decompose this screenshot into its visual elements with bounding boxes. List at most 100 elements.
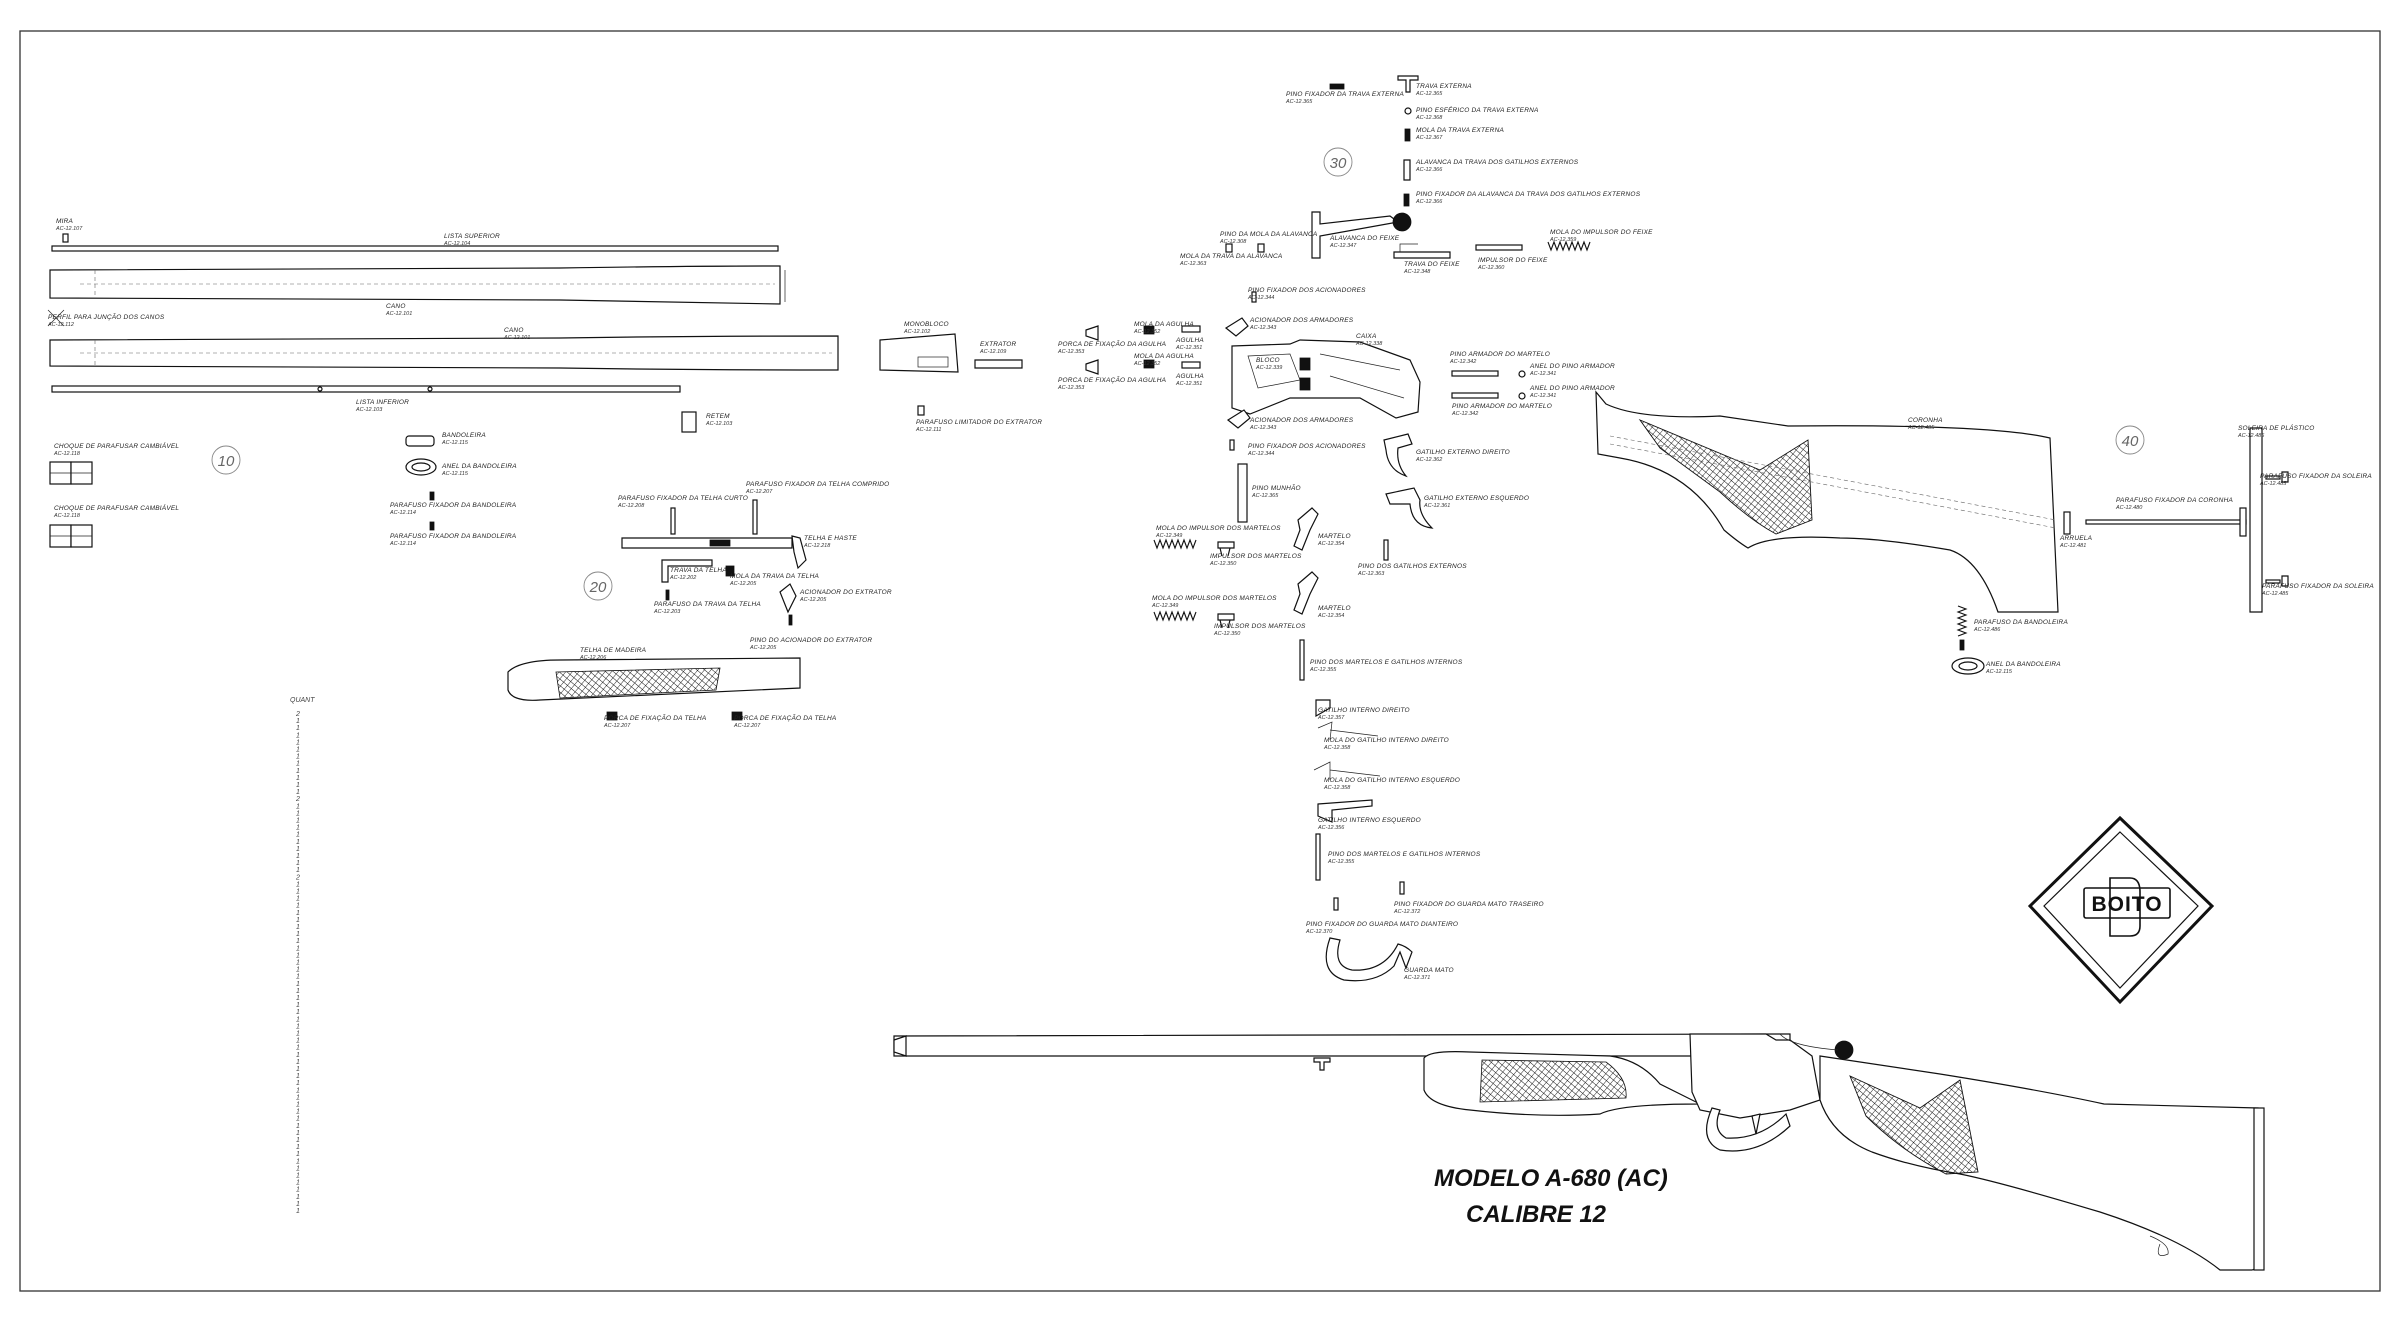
label-paraf-band1: PARAFUSO FIXADOR DA BANDOLEIRA	[390, 502, 516, 509]
section-40-stock	[1595, 390, 2289, 675]
code-pino-mola-alavanca: AC-12.308	[1219, 239, 1247, 245]
martelo-1-part	[1293, 507, 1319, 551]
label-monobloco: MONOBLOCO	[904, 321, 949, 328]
quantity-value: 1	[296, 1016, 300, 1023]
code-pino-fix-acionadores2: AC-12.344	[1247, 451, 1274, 457]
label-martelo1: MARTELO	[1318, 533, 1351, 540]
code-telha-madeira: AC-12.206	[579, 655, 607, 661]
trava-telha-part	[661, 559, 713, 583]
code-monobloco: AC-12.102	[903, 329, 930, 335]
label-paraf-bandoleira-b: PARAFUSO DA BANDOLEIRA	[1974, 619, 2068, 626]
code-mola-impulsor-feixe: AC-12.359	[1549, 237, 1576, 243]
retem-part	[681, 411, 697, 433]
quantity-value: 1	[296, 1045, 300, 1052]
quantity-value: 1	[296, 1002, 300, 1009]
quantity-value: 1	[296, 1094, 300, 1101]
quantity-value: 1	[296, 945, 300, 952]
caliber-title: CALIBRE 12	[1466, 1201, 1607, 1228]
label-alavanca-trava: ALAVANCA DA TRAVA DOS GATILHOS EXTERNOS	[1415, 159, 1579, 166]
label-trava-feixe: TRAVA DO FEIXE	[1404, 261, 1460, 268]
quantity-value: 1	[296, 903, 300, 910]
mola-gatilho-interno-esquerdo-part	[1313, 761, 1381, 780]
label-paraf-telha-comprido: PARAFUSO FIXADOR DA TELHA COMPRIDO	[746, 481, 889, 488]
mira-part	[62, 233, 69, 243]
label-mola-trava-telha: MOLA DA TRAVA DA TELHA	[730, 573, 819, 580]
code-soleira: AC-12.486	[2237, 433, 2265, 439]
quantity-value: 1	[296, 1158, 300, 1165]
label-mola-agulha1: MOLA DA AGULHA	[1134, 321, 1194, 328]
code-impulsor-martelo1: AC-12.350	[1209, 561, 1237, 567]
gatilho-interno-direito-part	[1315, 699, 1331, 718]
quantity-value: 1	[296, 860, 300, 867]
label-mola-trava-alavanca: MOLA DA TRAVA DA ALAVANCA	[1180, 253, 1282, 260]
label-bandoleira-a: BANDOLEIRA	[442, 432, 486, 439]
quantity-header: QUANT	[290, 697, 315, 704]
perfil-part	[47, 309, 65, 327]
label-guarda-mato: GUARDA MATO	[1404, 967, 1454, 974]
pino-martelos-gatilhos-2-part	[1315, 833, 1321, 881]
label-gatilho-int-direito: GATILHO INTERNO DIREITO	[1318, 707, 1410, 714]
code-paraf-soleira1: AC-12.485	[2259, 481, 2287, 487]
label-retem: RETEM	[706, 413, 730, 420]
code-agulha2: AC-12.351	[1175, 381, 1202, 387]
guarda-mato-part	[1325, 937, 1413, 982]
label-lista-superior: LISTA SUPERIOR	[444, 233, 500, 240]
code-anel-pino-armador1: AC-12.341	[1529, 371, 1556, 377]
drawing-frame	[19, 30, 2381, 1292]
label-anel-pino-armador2: ANEL DO PINO ARMADOR	[1529, 385, 1615, 392]
quantity-value: 1	[296, 1208, 300, 1215]
label-acionador-armadores1: ACIONADOR DOS ARMADORES	[1249, 317, 1354, 324]
quantity-value: 1	[296, 818, 300, 825]
quantity-value: 1	[296, 810, 300, 817]
code-paraf-trava-telha: AC-12.203	[653, 609, 681, 615]
telha-haste-part	[621, 537, 793, 549]
code-pino-gatilhos-ext: AC-12.363	[1357, 571, 1385, 577]
pino-martelos-gatilhos-1-part	[1299, 639, 1305, 681]
label-arruela: ARRUELA	[2059, 535, 2092, 542]
label-acionador-extrator: ACIONADOR DO EXTRATOR	[799, 589, 892, 596]
quantity-value: 1	[296, 1173, 300, 1180]
code-coronha: AC-12.485	[1907, 425, 1935, 431]
quantity-value: 1	[296, 768, 300, 775]
quantity-value: 1	[296, 974, 300, 981]
label-gatilho-int-esquerdo: GATILHO INTERNO ESQUERDO	[1318, 817, 1421, 824]
gatilho-interno-esquerdo-part	[1317, 799, 1373, 823]
label-pino-guarda-dianteiro: PINO FIXADOR DO GUARDA MATO DIANTEIRO	[1306, 921, 1458, 928]
soleira-part	[2249, 427, 2263, 613]
quantity-value: 1	[296, 825, 300, 832]
section-marker-20: 20	[589, 579, 607, 596]
quantity-value: 1	[296, 960, 300, 967]
quantity-value: 1	[296, 867, 300, 874]
label-impulsor-martelo2: IMPULSOR DOS MARTELOS	[1214, 623, 1306, 630]
coronha-part	[1595, 390, 2059, 613]
code-bloco: AC-12.339	[1255, 365, 1282, 371]
code-martelo2: AC-12.354	[1317, 613, 1344, 619]
quantity-value: 1	[296, 1059, 300, 1066]
label-telha-madeira: TELHA DE MADEIRA	[580, 647, 646, 654]
label-paraf-limitador: PARAFUSO LIMITADOR DO EXTRATOR	[916, 419, 1042, 426]
quantity-value: 1	[296, 1102, 300, 1109]
quantity-value: 1	[296, 988, 300, 995]
label-mola-impulsor-martelo2: MOLA DO IMPULSOR DOS MARTELOS	[1152, 595, 1277, 602]
label-agulha1: AGULHA	[1175, 337, 1204, 344]
code-mola-agulha2: AC-12.352	[1133, 361, 1160, 367]
label-pino-guarda-traseiro: PINO FIXADOR DO GUARDA MATO TRASEIRO	[1394, 901, 1544, 908]
code-pino-martelos-gat2: AC-12.355	[1327, 859, 1355, 865]
code-porca-agulha1: AC-12.353	[1057, 349, 1085, 355]
code-arruela: AC-12.481	[2059, 543, 2086, 549]
code-paraf-bandoleira-b: AC-12.486	[1973, 627, 2001, 633]
code-paraf-band2: AC-12.114	[389, 541, 416, 547]
code-paraf-telha-comprido: AC-12.207	[745, 489, 773, 495]
quantity-value: 1	[296, 789, 300, 796]
code-caixa: AC-12.338	[1355, 341, 1383, 347]
code-gatilho-ext-esquerdo: AC-12.361	[1423, 503, 1450, 509]
quantity-value: 1	[296, 1165, 300, 1172]
label-mola-gat-int-esquerdo: MOLA DO GATILHO INTERNO ESQUERDO	[1324, 777, 1460, 784]
quantity-value: 1	[296, 938, 300, 945]
boito-logo: BOITO	[2027, 815, 2215, 1005]
label-pino-armador1: PINO ARMADOR DO MARTELO	[1450, 351, 1550, 358]
label-alavanca-feixe: ALAVANCA DO FEIXE	[1329, 235, 1400, 242]
label-extrator: EXTRATOR	[980, 341, 1016, 348]
code-gatilho-int-direito: AC-12.357	[1317, 715, 1345, 721]
